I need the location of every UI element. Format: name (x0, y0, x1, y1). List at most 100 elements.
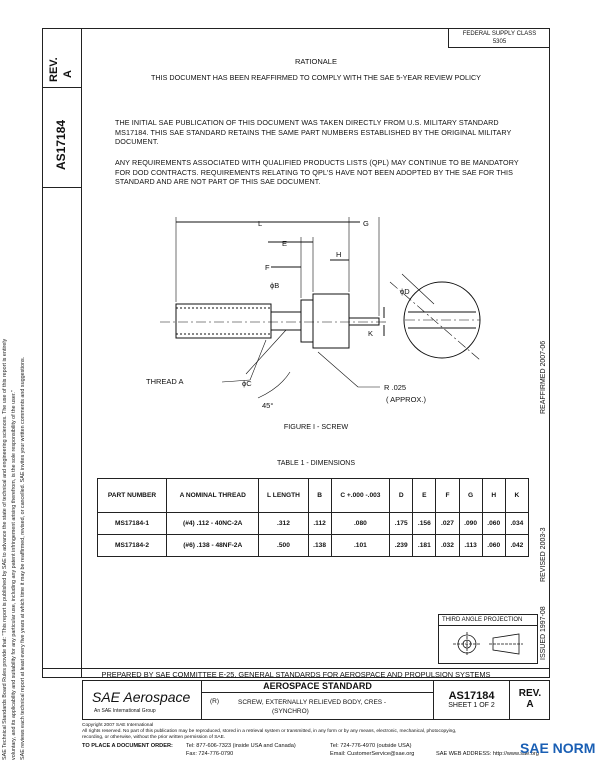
label-F: F (265, 263, 270, 272)
fsc-code: 5305 (492, 39, 507, 45)
left-notice-2: voluntary, and its applicability and sui… (11, 390, 17, 760)
cell: .060 (481, 534, 506, 557)
cell: .156 (412, 512, 437, 535)
th-k: K (504, 478, 530, 513)
prepared-by: PREPARED BY SAE COMMITTEE E-25, GENERAL … (42, 668, 550, 680)
cell: .138 (307, 534, 332, 557)
reaffirmed-date: REAFFIRMED 2007-06 (540, 340, 547, 414)
order-label: TO PLACE A DOCUMENT ORDER: (82, 743, 173, 749)
table-row: MS17184-1 (#4) .112 - 40NC-2A .312 .112 … (97, 512, 530, 535)
rights-line-2: recording, or otherwise, without the pri… (82, 735, 226, 740)
rationale-text: THIS DOCUMENT HAS BEEN REAFFIRMED TO COM… (151, 73, 481, 82)
screw-figure: L G E H F ϕB ϕD K ϕC THREAD A R .025 ( A… (146, 217, 481, 410)
th-d: D (389, 478, 414, 513)
description-line-2: (SYNCHRO) (272, 708, 309, 715)
standard-cell: AEROSPACE STANDARD (R) SCREW, EXTERNALLY… (202, 680, 434, 720)
copyright: Copyright 2007 SAE International (82, 723, 154, 728)
sae-norm-watermark: SAE NORM (520, 740, 596, 756)
cell: .032 (435, 534, 460, 557)
footer-rev-label: REV. (518, 688, 542, 699)
left-title-column (42, 28, 82, 678)
label-thread-a: THREAD A (146, 377, 184, 386)
label-L: L (258, 219, 262, 228)
brand-sub: An SAE International Group (94, 708, 156, 714)
web-address: SAE WEB ADDRESS: http://www.sae.org (436, 751, 539, 757)
th-h: H (481, 478, 506, 513)
rev-label-vertical: REV. (48, 57, 60, 82)
table-row: MS17184-2 (#6) .138 - 48NF-2A .500 .138 … (97, 534, 530, 557)
th-part-number: PART NUMBER (97, 478, 167, 513)
cell: .113 (458, 534, 483, 557)
head-section (312, 293, 350, 349)
label-G: G (363, 219, 369, 228)
brand-logo: SAE Aerospace (92, 689, 191, 705)
brand-cell: SAE Aerospace An SAE International Group (82, 680, 202, 720)
fax: Fax: 724-776-0790 (186, 751, 234, 757)
tel-outside: Tel: 724-776-4970 (outside USA) (330, 743, 412, 749)
dimensions-table: PART NUMBER A NOMINAL THREAD L LENGTH B … (97, 478, 530, 557)
label-phiB: ϕB (270, 281, 279, 290)
cell: MS17184-1 (97, 512, 167, 535)
rev-block: REV. A (42, 28, 82, 88)
pin-section (348, 317, 380, 326)
cell: .312 (258, 512, 309, 535)
screw-description: SCREW, EXTERNALLY RELIEVED BODY, CRES - … (238, 698, 434, 716)
standard-title: AEROSPACE STANDARD (202, 680, 433, 693)
footer-rev-value: A (526, 699, 534, 710)
revised-date: REVISED 2003-3 (540, 527, 547, 582)
paragraph-initial-publication: THE INITIAL SAE PUBLICATION OF THIS DOCU… (115, 118, 512, 146)
th-g: G (458, 478, 483, 513)
third-angle-symbol (453, 632, 523, 656)
r-mark: (R) (210, 698, 220, 705)
issued-date: ISSUED 1997-08 (540, 606, 547, 660)
tel-inside: Tel: 877-606-7323 (inside USA and Canada… (186, 743, 296, 749)
cell: MS17184-2 (97, 534, 167, 557)
doc-number-block: AS17184 (42, 88, 82, 188)
cell: .239 (389, 534, 414, 557)
label-approx: ( APPROX.) (386, 395, 427, 404)
body-section (300, 299, 314, 343)
th-f: F (435, 478, 460, 513)
label-E: E (282, 239, 287, 248)
th-b: B (307, 478, 332, 513)
cell: .101 (330, 534, 391, 557)
label-phiC: ϕC (242, 379, 252, 388)
label-H: H (336, 250, 341, 259)
rev-value-vertical: A (62, 70, 74, 78)
sheet-number: SHEET 1 OF 2 (448, 702, 495, 709)
footer-doc-number: AS17184 (448, 690, 495, 702)
cell: .060 (481, 512, 506, 535)
doc-number-cell: AS17184 SHEET 1 OF 2 (434, 680, 510, 720)
cell: .181 (412, 534, 437, 557)
th-length: L LENGTH (258, 478, 309, 513)
cell: .042 (504, 534, 530, 557)
cell: .027 (435, 512, 460, 535)
figure-caption: FIGURE I - SCREW (283, 422, 349, 431)
label-45deg: 45° (262, 401, 273, 410)
relief-section (270, 311, 302, 331)
th-nominal-thread: A NOMINAL THREAD (165, 478, 260, 513)
label-r025: R .025 (384, 383, 406, 392)
title-block (82, 680, 550, 720)
thread-section (175, 303, 272, 339)
cell: .034 (504, 512, 530, 535)
rights-notice: All rights reserved. No part of this pub… (82, 729, 550, 741)
table-header-row: PART NUMBER A NOMINAL THREAD L LENGTH B … (97, 478, 530, 513)
paragraph-qpl: ANY REQUIREMENTS ASSOCIATED WITH QUALIFI… (115, 158, 519, 186)
description-line-1: SCREW, EXTERNALLY RELIEVED BODY, CRES - (238, 699, 387, 706)
cell: (#4) .112 - 40NC-2A (165, 512, 260, 535)
label-K: K (368, 329, 373, 338)
cell: .112 (307, 512, 332, 535)
th-e: E (412, 478, 437, 513)
left-notice-1: SAE Technical Standards Board Rules prov… (2, 338, 8, 760)
left-notice-3: SAE reviews each technical report at lea… (20, 356, 26, 760)
footer-rev-cell: REV. A (510, 680, 550, 720)
page-frame (42, 28, 550, 678)
fsc-box: FEDERAL SUPPLY CLASS 5305 (448, 28, 550, 48)
doc-number-vertical: AS17184 (54, 119, 68, 170)
cell: .080 (330, 512, 391, 535)
third-angle-box: THIRD ANGLE PROJECTION (438, 614, 538, 664)
label-phiD: ϕD (400, 287, 410, 296)
cell: .175 (389, 512, 414, 535)
fsc-label: FEDERAL SUPPLY CLASS (462, 31, 537, 37)
